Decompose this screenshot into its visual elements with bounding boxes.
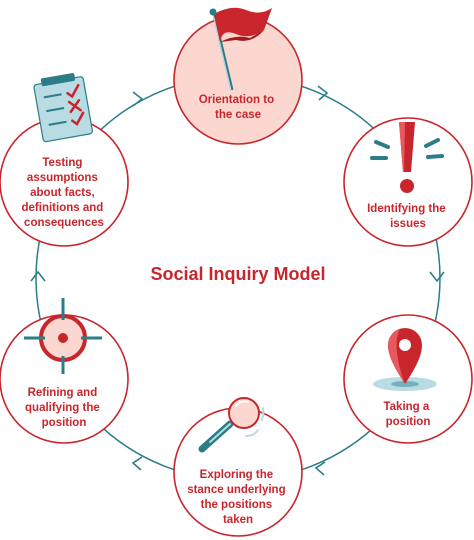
arrow-icon xyxy=(317,85,329,101)
step-orientation: Orientation to the case xyxy=(173,7,303,145)
magnifying-glass-icon xyxy=(198,397,265,453)
step-label: Testing assumptions about facts, definit… xyxy=(22,157,107,229)
step-taking-position: Taking a position xyxy=(343,314,473,444)
step-label: Refining and qualifying the position xyxy=(25,387,103,429)
step-label: Exploring the stance underlying the posi… xyxy=(187,469,289,526)
target-icon xyxy=(24,298,102,374)
arrow-icon xyxy=(131,456,143,471)
flag-icon xyxy=(209,7,272,91)
map-pin-icon xyxy=(373,328,437,391)
step-label: Identifying the issues xyxy=(367,203,449,230)
arrow-icon xyxy=(314,461,326,476)
step-testing: Testing assumptions about facts, definit… xyxy=(0,73,129,247)
step-circle xyxy=(173,15,303,145)
step-label: Orientation to the case xyxy=(199,94,278,121)
diagram-title: Social Inquiry Model xyxy=(150,264,325,284)
arrow-icon xyxy=(30,270,46,282)
exclamation-icon xyxy=(370,122,444,193)
step-exploring: Exploring the stance underlying the posi… xyxy=(173,397,303,537)
step-label: Taking a position xyxy=(383,401,432,428)
checklist-icon xyxy=(33,73,93,143)
step-refining: Refining and qualifying the position xyxy=(0,298,129,444)
arrow-icon xyxy=(132,91,144,107)
step-identifying: Identifying the issues xyxy=(343,117,473,247)
arrow-icon xyxy=(429,271,445,283)
